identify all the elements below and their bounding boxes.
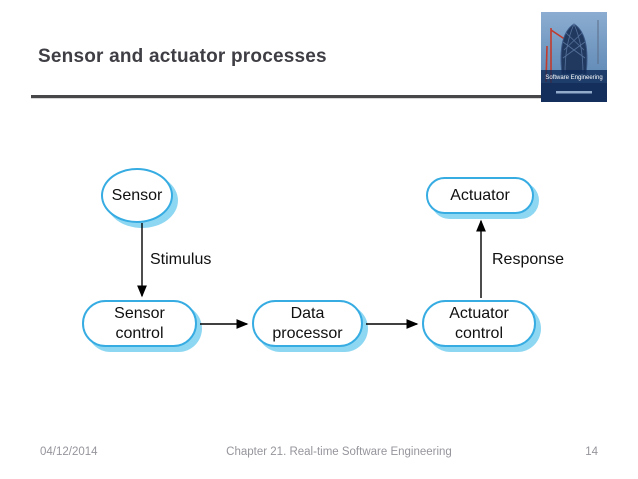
title-underline (31, 95, 541, 99)
slide-footer: 04/12/2014 Chapter 21. Real-time Softwar… (0, 446, 638, 458)
node-actuator-label: Actuator (450, 186, 510, 204)
cover-title-band (541, 70, 607, 83)
node-sensor-label: Sensor (111, 186, 163, 204)
footer-date: 04/12/2014 (40, 446, 98, 458)
node-data-processor-label: Data processor (272, 305, 343, 342)
node-data-processor: Data processor (252, 300, 363, 347)
cover-author-text-line (556, 91, 592, 94)
node-sensor: Sensor (101, 168, 173, 223)
stimulus-edge-label: Stimulus (150, 251, 212, 268)
node-actuator: Actuator (426, 177, 534, 214)
node-actuator-control: Actuator control (422, 300, 536, 347)
gherkin-building-icon (560, 23, 588, 75)
footer-chapter: Chapter 21. Real-time Software Engineeri… (226, 446, 452, 458)
cover-title: Software Engineering (545, 75, 602, 81)
book-cover-logo: Software Engineering (541, 12, 607, 102)
page-title: Sensor and actuator processes (38, 46, 327, 67)
node-sensor-control: Sensor control (82, 300, 197, 347)
response-edge-label: Response (492, 251, 565, 268)
node-actuator-control-label: Actuator control (449, 305, 509, 342)
node-sensor-control-label: Sensor control (114, 305, 165, 342)
footer-page-number: 14 (585, 446, 598, 458)
